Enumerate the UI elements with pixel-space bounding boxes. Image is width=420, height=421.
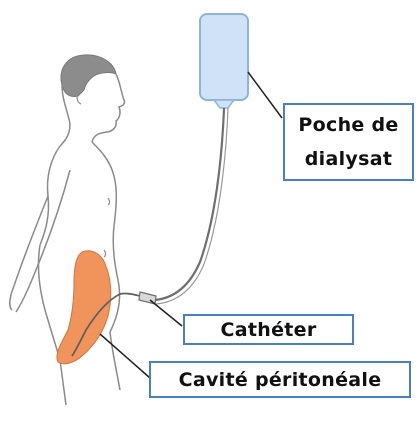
dialysis-tube-inner (156, 108, 228, 304)
label-dialysate-bag-line1: Poche de (298, 108, 398, 142)
label-dialysate-bag-line2: dialysat (298, 142, 398, 176)
leader-line-cavity (100, 334, 150, 378)
label-catheter: Cathéter (183, 314, 354, 345)
dialysis-tube (155, 108, 224, 300)
leader-line-bag (248, 72, 282, 118)
label-peritoneal-cavity: Cavité péritonéale (149, 361, 411, 398)
leader-line-catheter (150, 300, 182, 326)
dialysate-bag (200, 14, 248, 108)
label-dialysate-bag: Poche de dialysat (283, 103, 414, 181)
person-head (60, 55, 125, 146)
